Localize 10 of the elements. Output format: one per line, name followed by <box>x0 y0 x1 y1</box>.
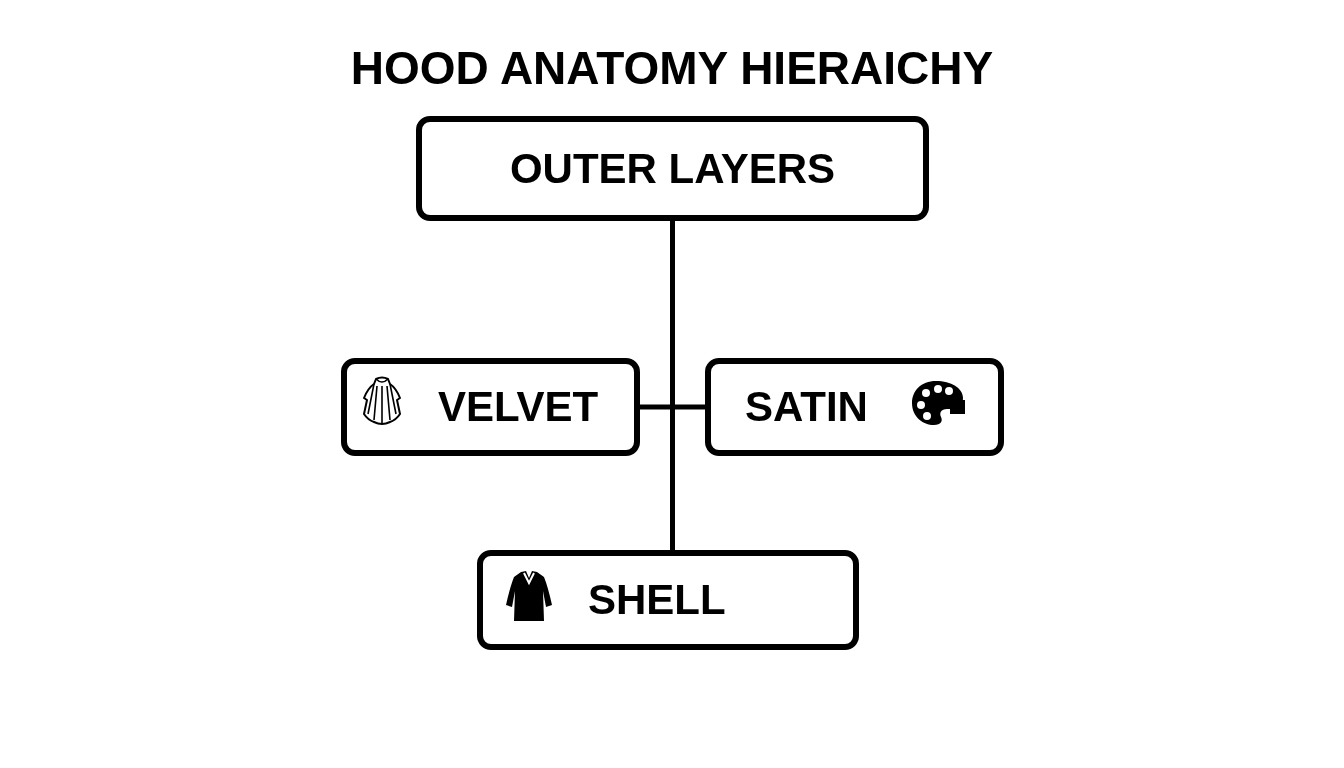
node-label: SHELL <box>588 576 726 624</box>
category-box <box>705 358 1004 456</box>
category-box <box>477 550 859 650</box>
node-label: OUTER LAYERS <box>509 144 836 193</box>
diagram-title: HOOD ANATOMY HIERAICHY <box>350 41 994 96</box>
category-box <box>341 358 640 456</box>
node-label: SATIN <box>745 383 868 431</box>
node-label: VELVET <box>438 383 599 431</box>
connector-line <box>670 221 675 550</box>
category-box <box>416 116 929 221</box>
